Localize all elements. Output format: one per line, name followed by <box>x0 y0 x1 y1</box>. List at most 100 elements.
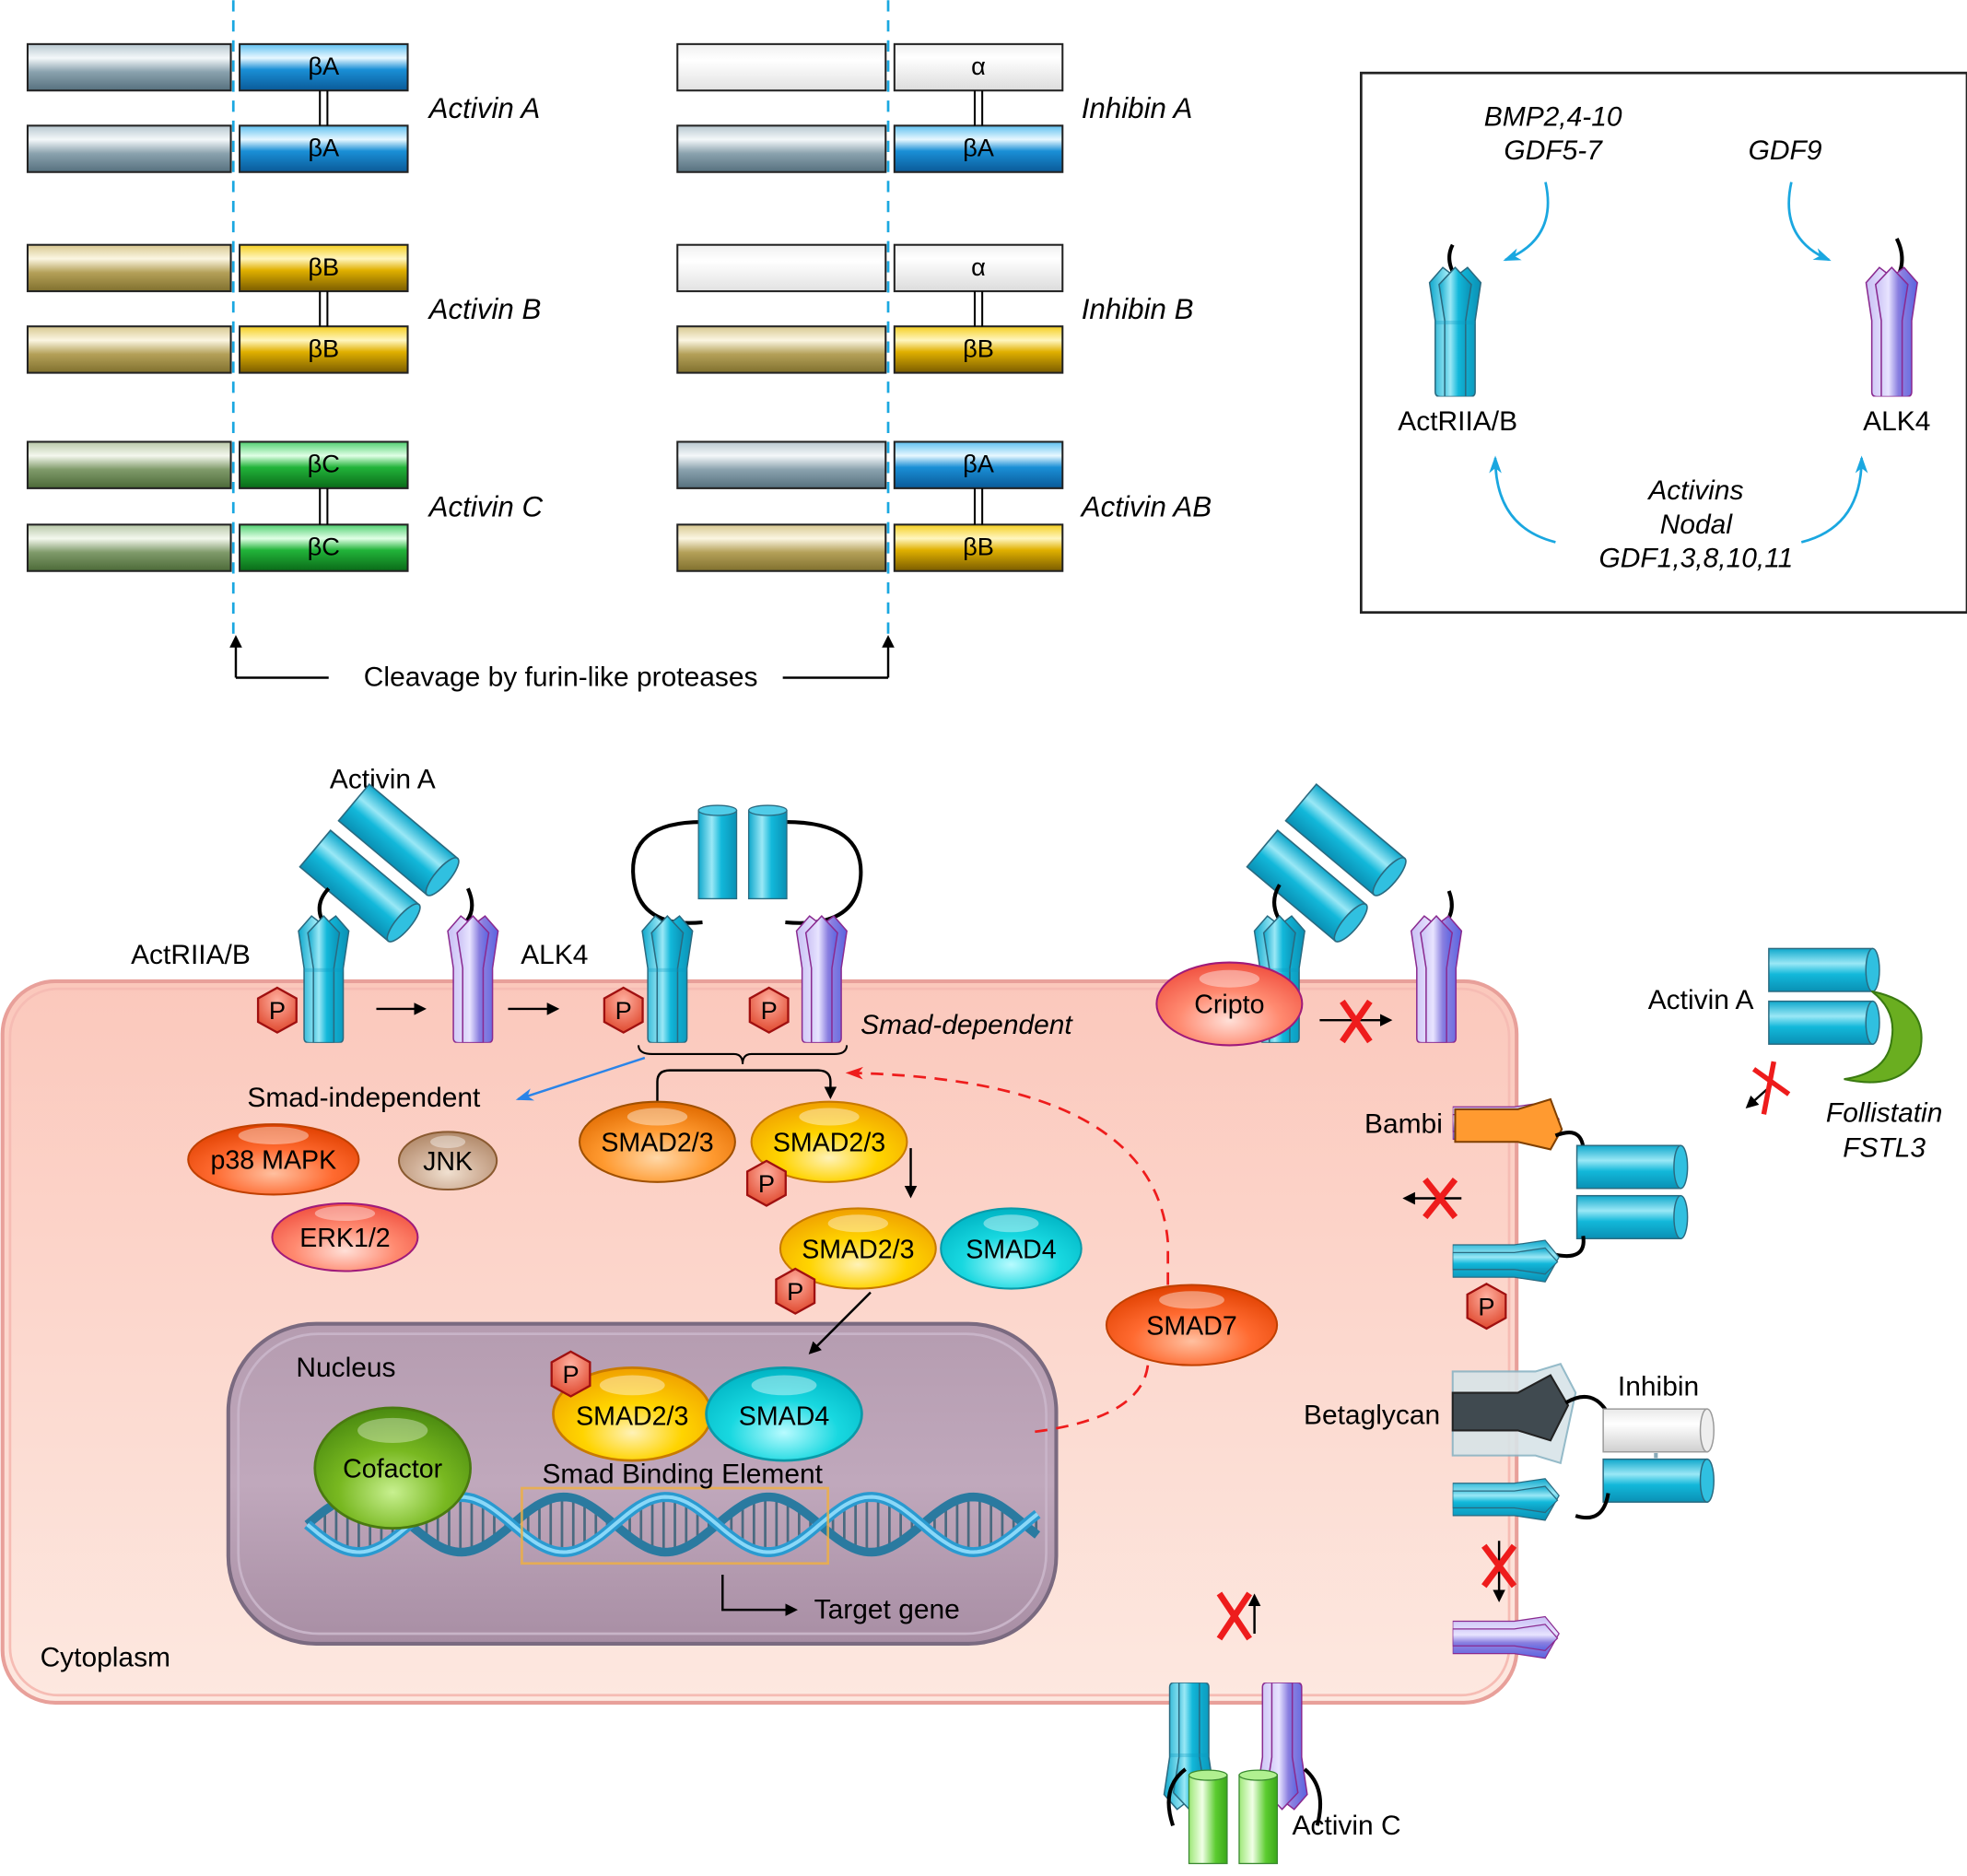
mature-domain <box>893 42 1064 92</box>
chain-label: βB <box>308 334 339 362</box>
smad23-smad4-complex: SMAD2/3 SMAD4 P <box>775 1207 1083 1315</box>
arrow-into-nucleus <box>808 1291 872 1354</box>
chain-label: βB <box>963 532 994 560</box>
chain-label: βC <box>308 532 340 560</box>
erk12: ERK1/2 <box>271 1202 419 1272</box>
chain-label: α <box>971 252 986 281</box>
fstl3-label: FSTL3 <box>1843 1133 1926 1164</box>
arrow-gdf9-to-alk4 <box>1787 182 1832 262</box>
chain-label: βB <box>308 252 339 281</box>
svg-text:SMAD2/3: SMAD2/3 <box>773 1129 885 1158</box>
nuclear-smad4-label: SMAD4 <box>739 1401 830 1431</box>
alk4-receptor-icon <box>1865 237 1919 397</box>
blocked-x-icon <box>1423 1177 1458 1220</box>
chain-label: α <box>971 52 986 80</box>
prodomain <box>676 243 887 293</box>
svg-text:P: P <box>761 996 778 1025</box>
follistatin-shape <box>1844 990 1923 1084</box>
dimer-activin-b: βB βB Activin B <box>26 243 542 374</box>
blocked-x-icon <box>1216 1591 1252 1641</box>
mature-domain <box>893 325 1064 374</box>
prodomain <box>676 523 887 572</box>
transcription-arrow <box>721 1575 798 1616</box>
chain-label: βA <box>308 52 340 80</box>
active-alk4 <box>795 915 849 1043</box>
brace <box>638 1045 849 1064</box>
smad-binding-element-highlight <box>521 1486 830 1565</box>
nucleus-label: Nucleus <box>296 1353 395 1383</box>
svg-text:P: P <box>269 996 286 1025</box>
actriia-receptor-icon <box>1428 243 1482 397</box>
active-receptor-complex: P P Smad-dependent <box>603 804 1073 1064</box>
arrow-bmp-to-actriia <box>1503 182 1550 262</box>
left-ligand-1: BMP2,4-10 <box>1484 101 1622 132</box>
alk4-label: ALK4 <box>521 940 588 970</box>
svg-text:SMAD4: SMAD4 <box>966 1235 1057 1264</box>
follistatin-label: Follistatin <box>1826 1097 1942 1128</box>
betaglycan-label: Betaglycan <box>1304 1401 1440 1431</box>
svg-text:JNK: JNK <box>423 1147 473 1177</box>
prodomain <box>26 243 232 293</box>
activin-c-complex: Activin C <box>1163 1591 1401 1865</box>
arrow-shared-to-actriia <box>1489 455 1556 544</box>
betaglycan-complex: Betaglycan Inhibin <box>1304 1363 1715 1659</box>
chain-label: βA <box>963 133 995 161</box>
dimer-inhibin-b: α βB Inhibin B <box>676 243 1194 374</box>
svg-text:Cripto: Cripto <box>1194 991 1264 1020</box>
cofactor-label: Cofactor <box>343 1455 442 1484</box>
dimer-name: Activin A <box>427 92 541 124</box>
svg-text:p38 MAPK: p38 MAPK <box>211 1146 337 1176</box>
phosphate-icon: P <box>745 1159 787 1207</box>
activin-c-label: Activin C <box>1292 1811 1400 1841</box>
right-ligand-1: GDF9 <box>1749 135 1822 166</box>
prodomain <box>26 325 232 374</box>
smad-independent-branch: Smad-independent p38 MAPK JNK ERK1/2 <box>187 1056 646 1272</box>
mature-domain <box>239 42 409 92</box>
arrow-shared-to-alk4 <box>1800 455 1868 544</box>
shared-ligand-2: Nodal <box>1660 510 1734 540</box>
dimer-name: Activin B <box>427 293 542 325</box>
cripto: Cripto <box>1155 961 1304 1047</box>
phosphorylation-arrow <box>656 1069 837 1111</box>
prodomain <box>26 440 232 489</box>
smad7: SMAD7 <box>1105 1284 1279 1366</box>
svg-text:P: P <box>615 996 632 1025</box>
svg-text:SMAD2/3: SMAD2/3 <box>601 1129 713 1158</box>
alk4-receptor <box>446 915 499 1043</box>
prodomain <box>676 42 887 92</box>
chain-label: βC <box>308 450 340 478</box>
chain-label: βA <box>308 133 340 161</box>
actriia-label: ActRIIA/B <box>131 940 251 970</box>
dimer-name: Inhibin B <box>1082 293 1194 325</box>
prodomain <box>26 124 232 173</box>
phosphate-icon: P <box>775 1267 816 1315</box>
mature-domain <box>893 523 1064 572</box>
chain-label: βB <box>963 334 994 362</box>
phosphate-icon: P <box>603 986 644 1034</box>
phosphate-icon: P <box>748 986 790 1034</box>
smad-dependent-label: Smad-dependent <box>861 1010 1073 1040</box>
smad-independent-label: Smad-independent <box>247 1083 481 1113</box>
actriia-label: ActRIIA/B <box>1398 406 1517 437</box>
mature-domain <box>239 440 409 489</box>
smad-cascade: SMAD2/3 SMAD2/3 P SMAD2/3 SMAD4 P <box>579 1066 1279 1434</box>
prodomain <box>676 325 887 374</box>
mature-domain <box>893 243 1064 293</box>
cytoplasm-label: Cytoplasm <box>41 1642 170 1672</box>
chain-label: βA <box>963 450 995 478</box>
bambi-receptor <box>1454 1097 1563 1151</box>
nucleus: Nucleus Cofactor Smad Binding Element SM… <box>226 1321 1059 1646</box>
blocked-x-icon <box>1340 999 1373 1044</box>
actriia-receptor <box>297 915 350 1043</box>
cripto-complex: Cripto <box>1155 783 1463 1047</box>
smad7-inhibition-arrow <box>845 1066 1170 1285</box>
smad7-induction-line <box>1035 1365 1150 1434</box>
p38-mapk: p38 MAPK <box>187 1123 360 1196</box>
activin-a-receptor-complex: Activin A ActRIIA/B ALK4 P <box>131 764 588 1043</box>
